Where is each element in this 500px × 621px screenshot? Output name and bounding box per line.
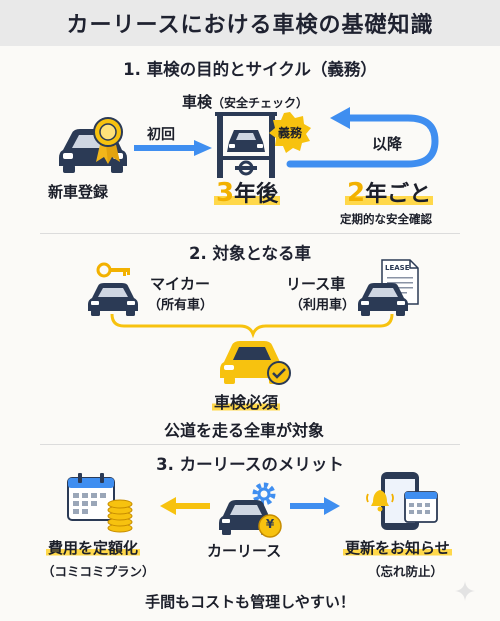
divider-1 bbox=[40, 233, 460, 234]
car-lift-icon bbox=[215, 112, 277, 178]
sparkle-icon bbox=[455, 581, 475, 601]
fixed-cost-label: 費用を定額化 bbox=[46, 539, 141, 557]
my-car-icon bbox=[88, 283, 138, 316]
footer-text: 手間もコストも管理しやすい！ bbox=[145, 593, 355, 611]
left-arrow-icon bbox=[160, 497, 210, 515]
inspection-required-label: 車検必須 bbox=[212, 393, 281, 412]
merge-bracket bbox=[110, 313, 394, 339]
car-lease-label: カーリース bbox=[207, 542, 282, 560]
title-bar: カーリースにおける車検の基礎知識 bbox=[0, 0, 500, 46]
lease-car-icon bbox=[358, 283, 408, 316]
section2-heading: 2. 対象となる車 bbox=[189, 244, 311, 263]
duty-badge-icon bbox=[269, 112, 311, 153]
calendar-coins-icon bbox=[67, 473, 133, 533]
inspection-label: 車検（安全チェック） bbox=[182, 93, 309, 111]
renewal-notice-label: 更新をお知らせ bbox=[343, 539, 452, 557]
public-road-note: 公道を走る全車が対象 bbox=[164, 421, 325, 440]
gear-icon bbox=[252, 482, 276, 506]
phone-notification-icon bbox=[366, 472, 438, 530]
first-interval: 3年後 bbox=[214, 178, 281, 208]
duty-badge-text: 義務 bbox=[277, 126, 302, 140]
yen-symbol: ¥ bbox=[265, 517, 275, 531]
lease-document-text: LEASE bbox=[385, 264, 410, 272]
divider-2 bbox=[40, 444, 460, 445]
lease-car-label: リース車 bbox=[286, 275, 346, 293]
repeat-loop-arrow-icon bbox=[286, 107, 439, 168]
first-arrow-icon bbox=[134, 140, 212, 156]
lease-car-sub: （利用車） bbox=[290, 298, 356, 313]
right-arrow-icon bbox=[290, 497, 340, 515]
fixed-cost-sub: （コミコミプラン） bbox=[42, 564, 155, 579]
section1-heading: 1. 車検の目的とサイクル（義務） bbox=[123, 60, 377, 79]
repeat-arrow-label: 以降 bbox=[372, 135, 403, 153]
key-icon bbox=[96, 262, 130, 278]
repeat-note: 定期的な安全確認 bbox=[340, 212, 432, 226]
first-arrow-label: 初回 bbox=[147, 127, 175, 143]
repeat-interval: 2年ごと bbox=[345, 178, 434, 208]
check-circle-icon bbox=[267, 361, 291, 385]
yen-coin-icon bbox=[258, 514, 282, 538]
renewal-notice-sub: （忘れ防止） bbox=[368, 564, 444, 579]
my-car-sub: （所有車） bbox=[148, 298, 214, 313]
section3-heading: 3. カーリースのメリット bbox=[156, 455, 344, 474]
award-ribbon-icon bbox=[93, 117, 123, 164]
page-title: カーリースにおける車検の基礎知識 bbox=[66, 13, 434, 38]
new-registration-label: 新車登録 bbox=[48, 183, 109, 201]
my-car-label: マイカー bbox=[150, 275, 211, 293]
